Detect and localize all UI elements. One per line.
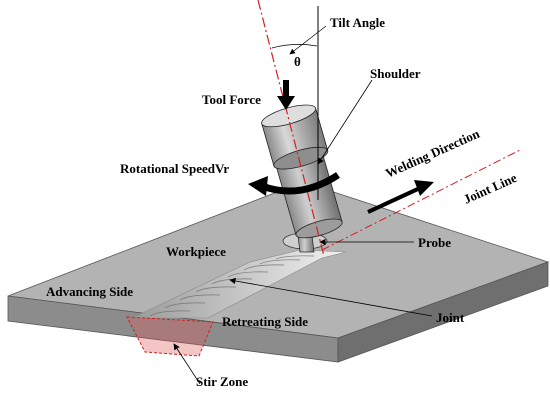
shoulder-leader <box>317 79 373 165</box>
label-shoulder: Shoulder <box>370 66 421 81</box>
label-workpiece: Workpiece <box>166 244 226 259</box>
tool-axis <box>257 0 325 257</box>
tool-shank <box>261 104 329 170</box>
stir-zone-shape <box>126 316 214 357</box>
tilt-angle-pointer <box>289 25 327 55</box>
rotation-arrow <box>248 172 340 196</box>
joint-leader <box>229 277 433 317</box>
label-tilt-angle: Tilt Angle <box>330 15 385 30</box>
label-probe: Probe <box>418 235 451 250</box>
label-joint: Joint <box>436 310 465 325</box>
weld-bead <box>131 249 347 319</box>
welding-direction-arrow <box>367 180 434 214</box>
label-tool-force: Tool Force <box>202 92 261 107</box>
label-retreating-side: Retreating Side <box>222 314 308 329</box>
label-welding-direction: Welding Direction <box>383 126 482 181</box>
stir-zone-leader <box>173 343 201 385</box>
weld-ripples <box>149 255 315 317</box>
tilt-angle-arc <box>271 44 318 49</box>
probe-body <box>297 235 315 253</box>
label-stir-zone: Stir Zone <box>196 374 248 389</box>
label-rotational-speed: Rotational SpeedVr <box>120 161 229 176</box>
stir-zone-section <box>126 316 214 357</box>
tool-force-arrow <box>277 80 295 110</box>
label-advancing-side: Advancing Side <box>46 284 133 299</box>
label-theta: θ <box>294 54 301 69</box>
weld-bead-surface <box>131 249 347 319</box>
plate-side-face <box>337 261 549 363</box>
joint-line-axis <box>321 149 521 251</box>
